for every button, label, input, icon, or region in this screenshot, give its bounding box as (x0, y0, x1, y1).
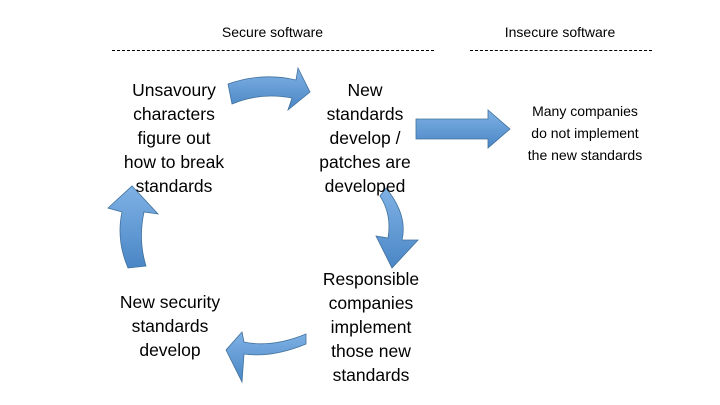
insecure-software-divider (470, 50, 652, 51)
arrow-to-new-security (225, 331, 307, 384)
secure-software-header: Secure software (221, 24, 324, 40)
arrow-to-responsible (375, 187, 419, 269)
new-security-standards-node: New security standards develop (119, 292, 221, 360)
many-companies-node: Many companies do not implement the new … (527, 103, 643, 163)
insecure-software-header: Insecure software (504, 24, 616, 40)
unsavoury-characters-node: Unsavoury characters figure out how to b… (123, 80, 225, 196)
arrow-to-unsavoury (107, 185, 160, 269)
new-standards-node: New standards develop / patches are deve… (319, 80, 411, 196)
secure-software-divider (112, 50, 434, 51)
arrow-to-new-standards (227, 66, 311, 112)
arrow-to-many-companies (415, 109, 511, 149)
responsible-companies-node: Responsible companies implement those ne… (322, 269, 420, 385)
